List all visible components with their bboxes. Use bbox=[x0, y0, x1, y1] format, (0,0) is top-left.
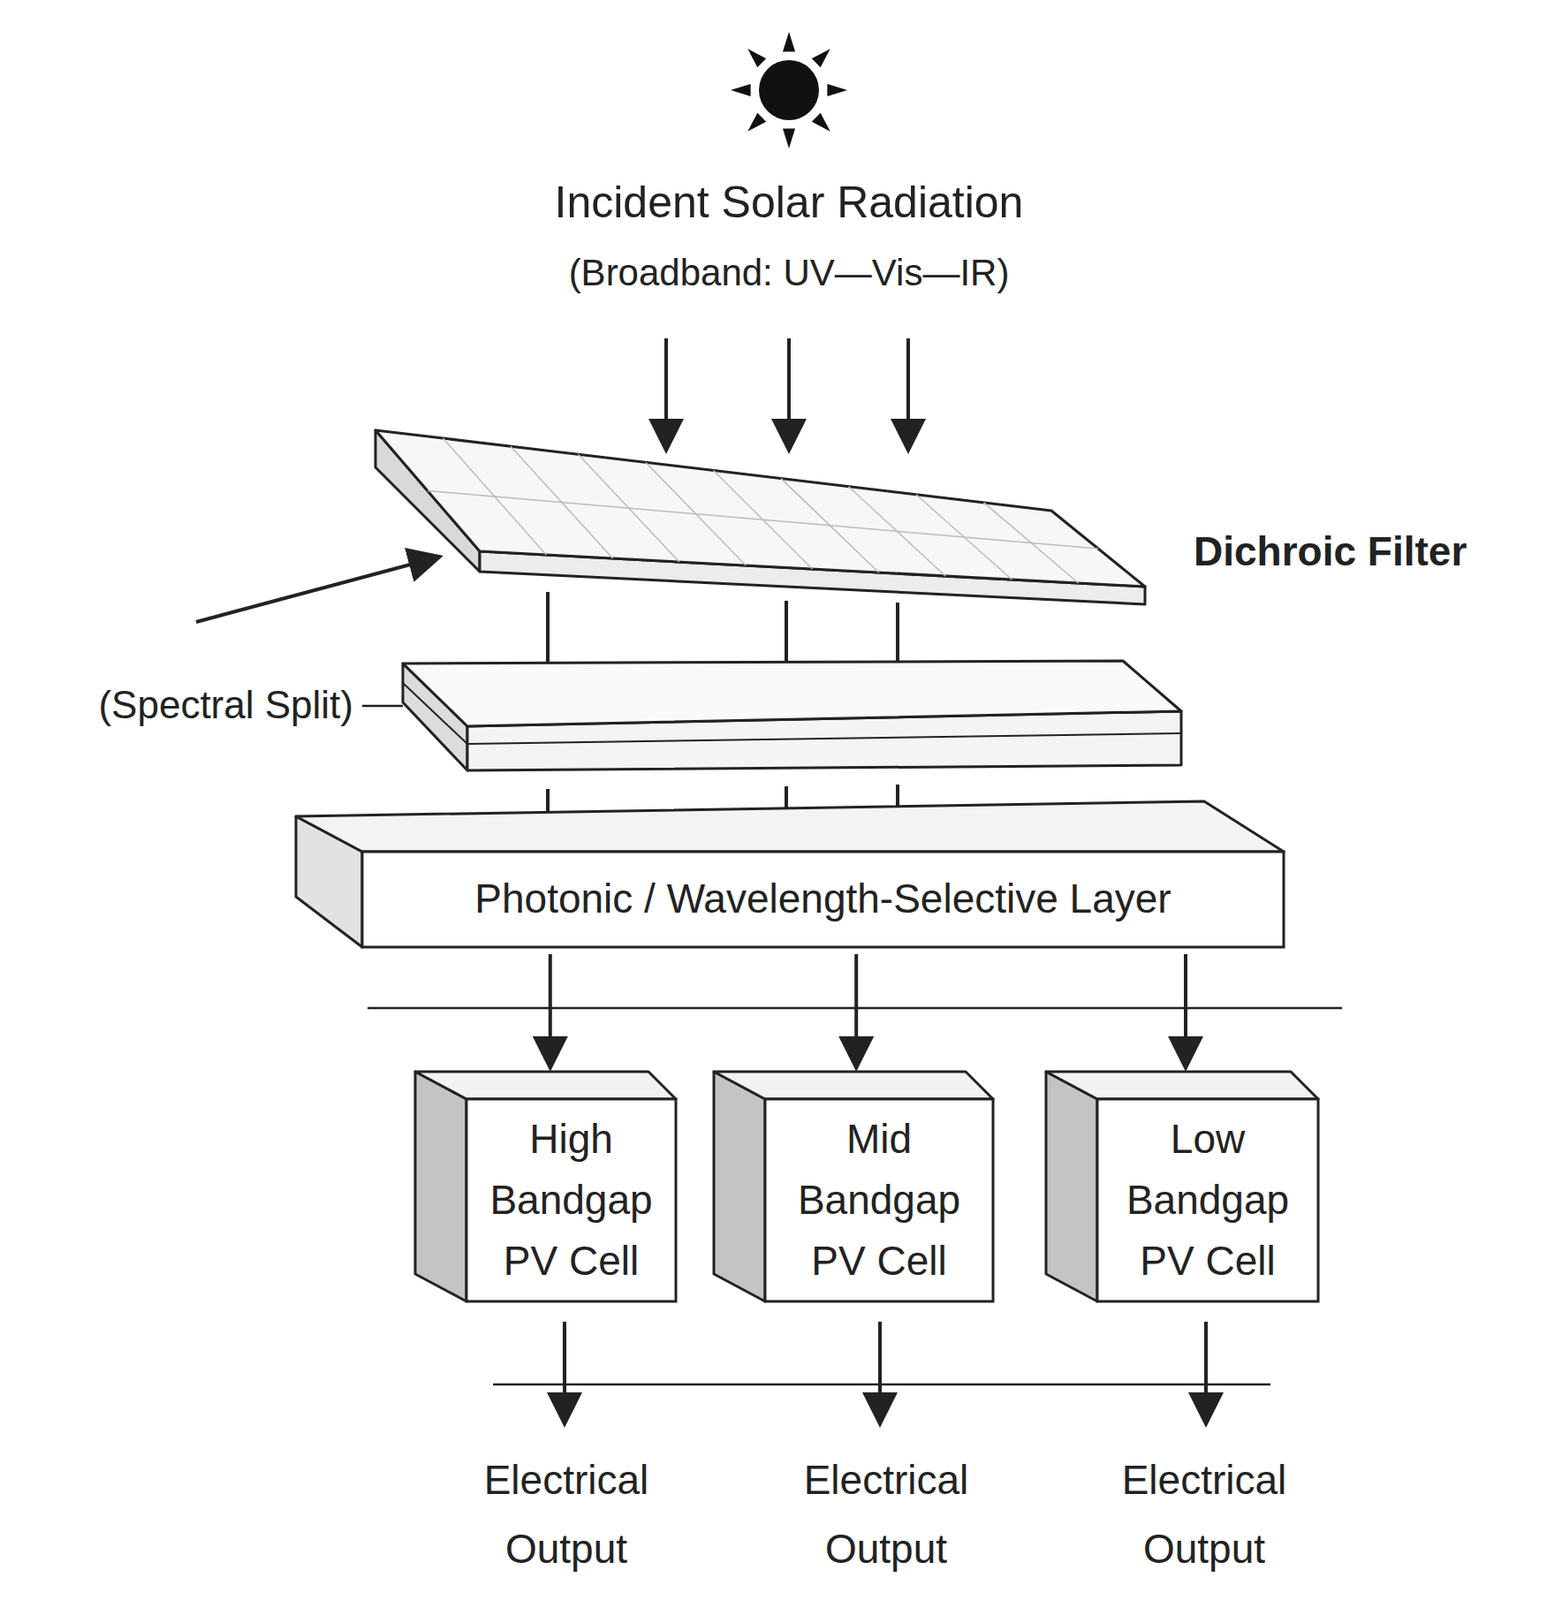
node-text: Low Bandgap PV Cell bbox=[1116, 1108, 1299, 1292]
spectral-split-plate bbox=[402, 660, 1182, 771]
output-label: Electrical Output bbox=[447, 1445, 686, 1584]
leader-line bbox=[362, 705, 403, 708]
part-label: (Spectral Split) bbox=[98, 682, 354, 728]
connector-arrow bbox=[854, 954, 858, 1069]
connector-arrow bbox=[548, 954, 553, 1069]
layer-box: Photonic / Wavelength-Selective Layer bbox=[295, 801, 1284, 948]
pointer-arrow bbox=[196, 556, 440, 622]
node-text: High Bandgap PV Cell bbox=[485, 1108, 657, 1292]
box-outline bbox=[295, 801, 1284, 948]
output-label: Electrical Output bbox=[766, 1445, 1006, 1584]
heading-label: Incident Solar Radiation bbox=[554, 176, 1024, 228]
subheading-label: (Broadband: UV—Vis—IR) bbox=[568, 251, 1010, 295]
sun-icon bbox=[730, 31, 848, 149]
dichroic-filter-plate bbox=[375, 430, 1145, 605]
node-text: Mid Bandgap PV Cell bbox=[784, 1108, 974, 1292]
incident-arrows bbox=[666, 338, 909, 451]
output-label: Electrical Output bbox=[1084, 1445, 1324, 1584]
node-text: Photonic / Wavelength-Selective Layer bbox=[474, 872, 1171, 926]
pv-cell-box: Low Bandgap PV Cell bbox=[1046, 1071, 1319, 1302]
output-arrows bbox=[564, 1321, 1206, 1425]
connector-arrow bbox=[1183, 954, 1188, 1069]
pv-cell-box: Mid Bandgap PV Cell bbox=[713, 1071, 994, 1302]
pv-cell-box: High Bandgap PV Cell bbox=[415, 1071, 676, 1302]
part-label: Dichroic Filter bbox=[1193, 527, 1467, 576]
